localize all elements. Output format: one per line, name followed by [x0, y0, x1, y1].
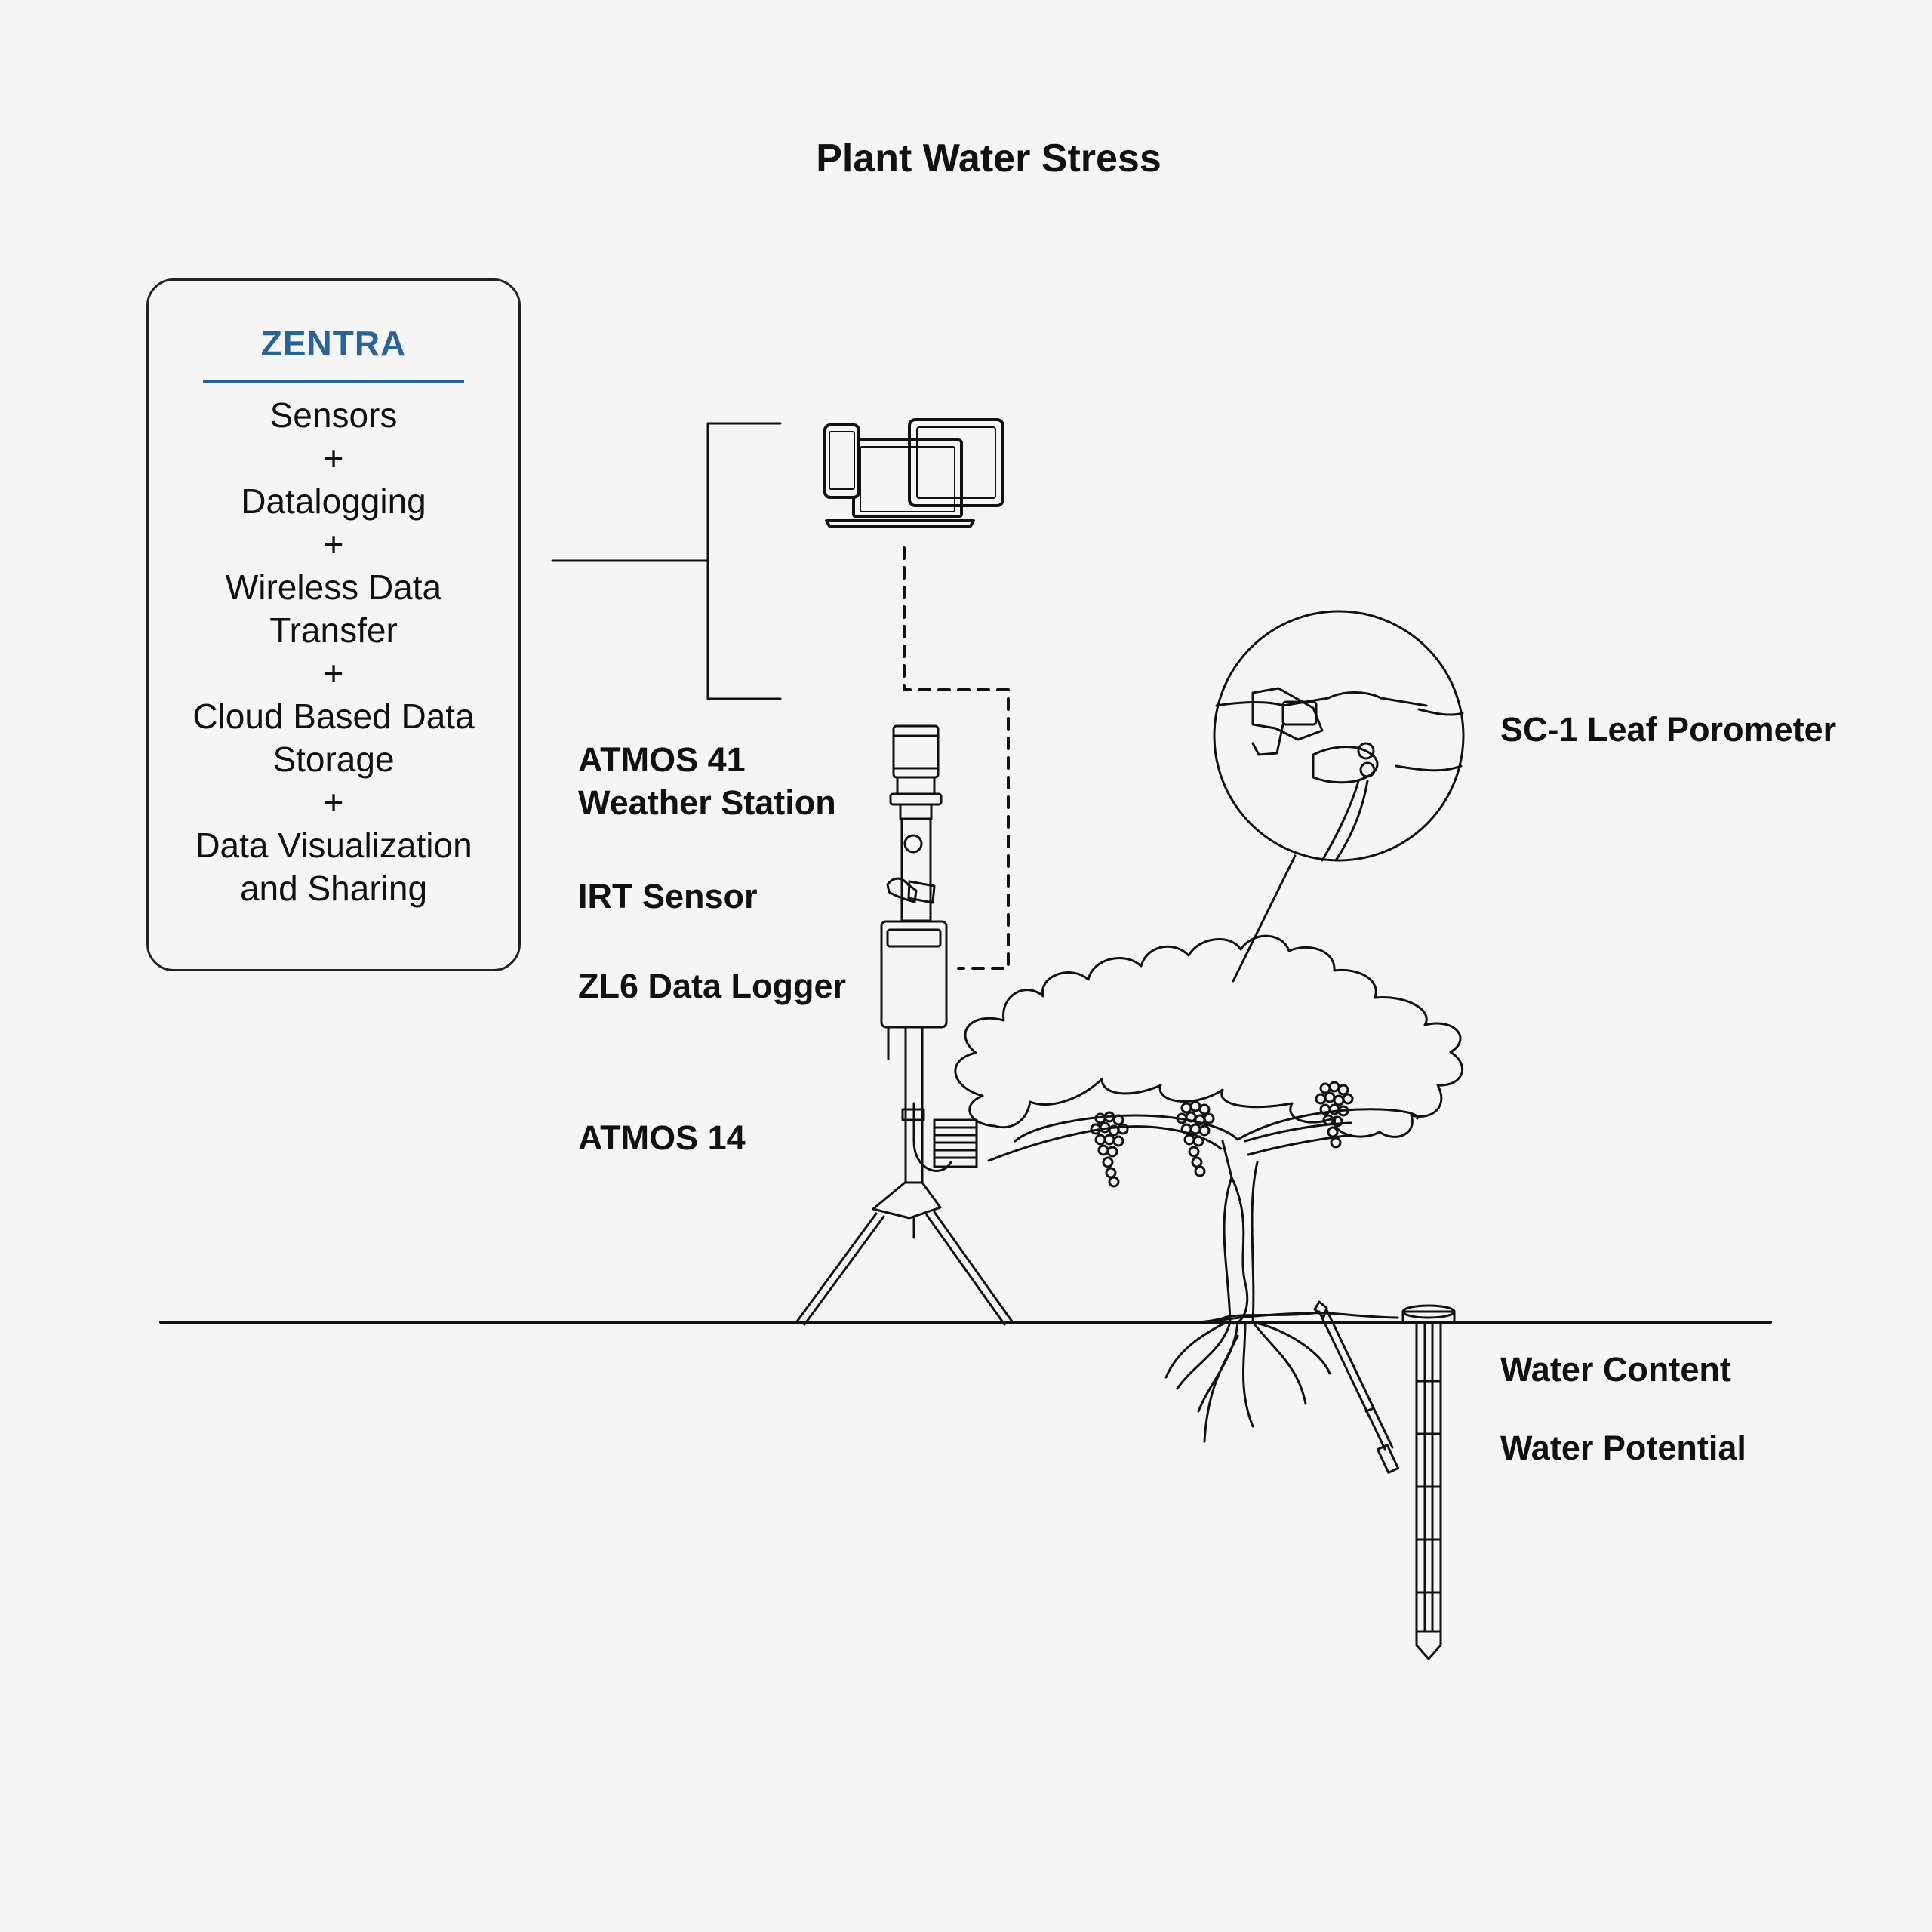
label-sc1-leaf-porometer: SC-1 Leaf Porometer [1500, 710, 1837, 749]
grape-cluster [1090, 1111, 1129, 1188]
label-water-content: Water Content [1500, 1350, 1731, 1389]
zentra-line: Transfer [269, 611, 398, 650]
grape-cluster [1315, 1081, 1354, 1149]
zentra-line: Sensors [269, 395, 398, 435]
grape-cluster [1176, 1100, 1215, 1177]
zentra-panel: ZENTRA Sensors + Datalogging + Wireless … [146, 278, 521, 971]
label-atmos41-line2: Weather Station [578, 783, 836, 822]
wireless-link [903, 546, 1010, 970]
zentra-title: ZENTRA [260, 324, 407, 363]
zentra-line: + [323, 654, 344, 693]
zentra-line: Data Visualization [195, 826, 472, 865]
weather-station [795, 724, 1014, 1326]
zentra-line: + [323, 783, 344, 822]
zentra-line: Datalogging [241, 481, 426, 521]
zentra-line: + [323, 525, 344, 564]
zentra-divider [203, 380, 464, 383]
label-atmos41-line1: ATMOS 41 [578, 740, 746, 779]
zentra-line: Wireless Data [225, 568, 442, 607]
water-potential-probe [1401, 1304, 1456, 1660]
label-zl6-data-logger: ZL6 Data Logger [578, 967, 847, 1005]
page-title: Plant Water Stress [816, 137, 1161, 180]
grapevine [954, 934, 1464, 1443]
connector-bracket [551, 422, 782, 700]
zentra-line: Cloud Based Data [192, 697, 475, 736]
label-atmos14: ATMOS 14 [578, 1118, 746, 1157]
porometer-callout [1213, 610, 1465, 983]
zentra-line: and Sharing [239, 869, 428, 908]
water-content-probe [1192, 1300, 1400, 1474]
devices-icon [823, 418, 1004, 528]
zentra-line: Storage [272, 740, 395, 779]
zentra-line: + [323, 438, 344, 478]
label-water-potential: Water Potential [1500, 1429, 1746, 1467]
label-irt-sensor: IRT Sensor [578, 877, 758, 915]
